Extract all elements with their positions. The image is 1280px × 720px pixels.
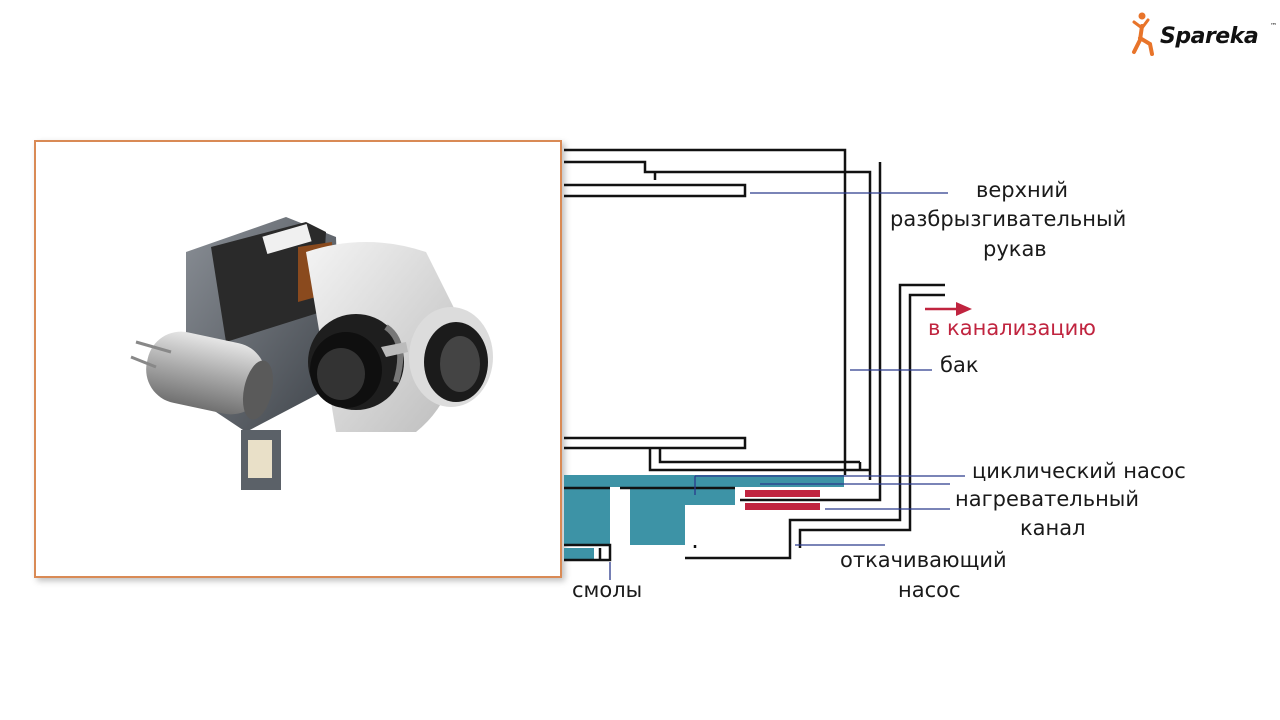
water-area: [564, 475, 844, 560]
heating-element: [745, 490, 820, 510]
brand-name: Spareka: [1160, 24, 1259, 49]
label-drain-pump-line1: откачивающий: [840, 548, 1007, 572]
running-person-icon: [1132, 12, 1154, 56]
label-heating-line1: нагревательный: [955, 487, 1140, 511]
label-upper-arm-line2: разбрызгивательный: [890, 207, 1127, 231]
label-circulation-pump: циклический насос: [972, 459, 1186, 483]
pump-photo-frame: [34, 140, 562, 578]
brand-tm: ™: [1270, 22, 1277, 30]
label-tank: бак: [940, 353, 979, 377]
tank-outline: [564, 148, 882, 502]
spareka-logo: Spareka ™: [1130, 10, 1277, 60]
label-resins: смолы: [572, 578, 643, 602]
arrow-right-icon: [925, 302, 972, 316]
sump-pipes: [564, 486, 735, 562]
drain-pipe: [685, 283, 945, 560]
label-upper-arm-line3: рукав: [983, 237, 1047, 261]
label-upper-arm-line1: верхний: [976, 178, 1069, 202]
pump-motor-illustration: [130, 217, 493, 490]
leader-lines: [609, 192, 965, 580]
label-drain-pump-line2: насос: [898, 578, 961, 602]
label-heating-line2: канал: [1020, 516, 1086, 540]
label-drain: в канализацию: [928, 316, 1096, 340]
